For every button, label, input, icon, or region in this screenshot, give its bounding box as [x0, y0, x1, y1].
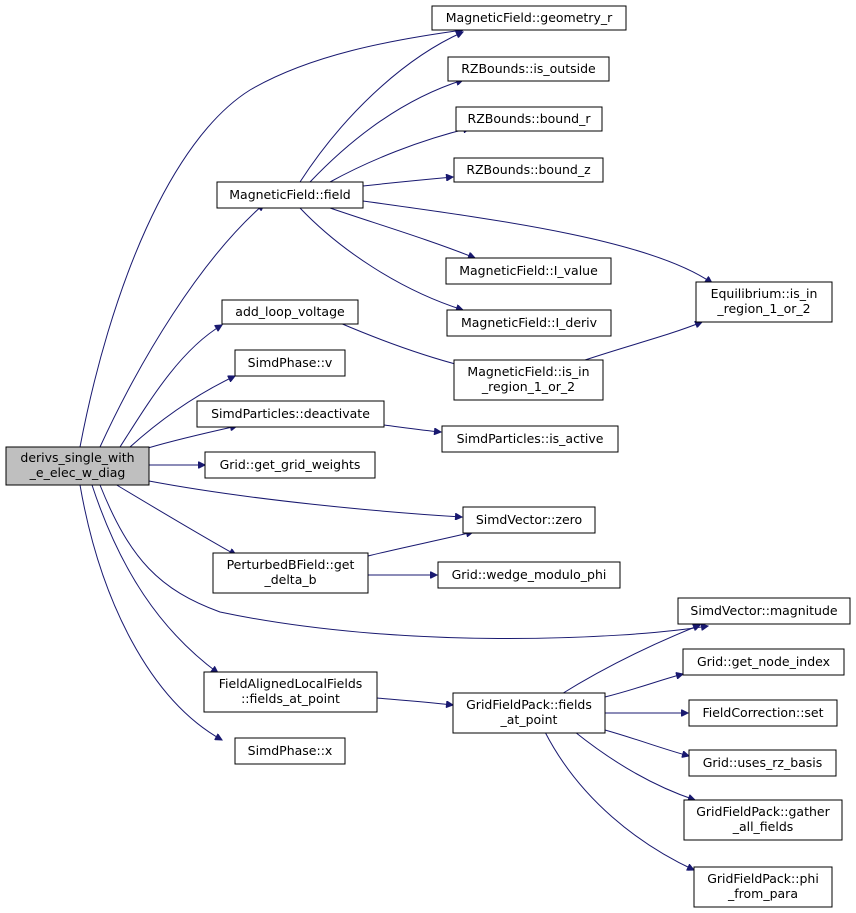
node-root[interactable]: derivs_single_with _e_elec_w_diag — [5, 446, 150, 486]
node-label: SimdVector::magnitude — [690, 603, 837, 618]
node-label-line-1: Equilibrium::is_in — [711, 286, 818, 301]
node-label-line-2: _all_fields — [732, 819, 794, 834]
node-label: MagneticField::I_value — [459, 263, 598, 278]
node-mf-is-in-region[interactable]: MagneticField::is_in _region_1_or_2 — [453, 359, 604, 401]
node-simdphase-v[interactable]: SimdPhase::v — [234, 349, 346, 377]
node-root-line-1: derivs_single_with — [20, 450, 134, 465]
edge-root-to-simdphase-x — [79, 484, 222, 740]
edge-root-to-mf-field — [99, 204, 264, 448]
node-label-line-2: _at_point — [500, 712, 558, 727]
node-label-line-1: GridFieldPack::gather — [696, 804, 830, 819]
node-label-line-2: ::fields_at_point — [241, 691, 340, 706]
edge-root-to-simdvector-magnitude — [99, 484, 708, 640]
node-label-line-1: GridFieldPack::fields — [466, 697, 592, 712]
node-label: SimdVector::zero — [476, 512, 582, 527]
node-grid-uses-rz-basis[interactable]: Grid::uses_rz_basis — [688, 749, 837, 777]
edge-mf-field-to-eq-is-in-region — [362, 200, 712, 283]
edge-gfp-to-uses-rz-basis — [604, 729, 689, 756]
node-grid-get-grid-weights[interactable]: Grid::get_grid_weights — [204, 451, 376, 479]
node-label: RZBounds::bound_z — [466, 162, 591, 177]
node-label-line-1: FieldAlignedLocalFields — [219, 676, 363, 691]
node-label: FieldCorrection::set — [702, 705, 823, 720]
node-eq-is-in-region[interactable]: Equilibrium::is_in _region_1_or_2 — [695, 281, 833, 323]
node-label-line-2: _from_para — [727, 886, 798, 901]
edges — [79, 30, 712, 870]
node-label: RZBounds::is_outside — [461, 61, 596, 76]
node-rz-is-outside[interactable]: RZBounds::is_outside — [447, 56, 610, 82]
edge-deactivate-to-is-active — [383, 424, 441, 432]
node-label: Grid::wedge_modulo_phi — [452, 567, 607, 582]
edge-gfp-to-phi-from-para — [544, 731, 694, 870]
node-sp-is-active[interactable]: SimdParticles::is_active — [441, 425, 619, 453]
edge-mf-field-to-i-deriv — [299, 207, 463, 310]
node-mf-i-value[interactable]: MagneticField::I_value — [445, 257, 612, 285]
node-label: SimdParticles::is_active — [457, 431, 604, 446]
node-grid-get-node-index[interactable]: Grid::get_node_index — [682, 648, 845, 676]
node-rz-bound-z[interactable]: RZBounds::bound_z — [453, 157, 604, 183]
node-mf-field[interactable]: MagneticField::field — [216, 181, 364, 209]
node-simdphase-x[interactable]: SimdPhase::x — [234, 737, 346, 765]
node-root-line-2: _e_elec_w_diag — [29, 465, 126, 480]
node-label: SimdPhase::x — [248, 743, 333, 758]
edge-mf-is-in-region-to-eq — [584, 322, 702, 361]
node-label: MagneticField::field — [229, 187, 350, 202]
edge-pbf-to-simdvector-zero — [367, 532, 473, 557]
node-add-loop-voltage[interactable]: add_loop_voltage — [221, 299, 359, 325]
node-label-line-2: _region_1_or_2 — [716, 301, 810, 316]
node-simdvector-zero[interactable]: SimdVector::zero — [462, 506, 596, 534]
edge-root-to-simdphase-v — [129, 376, 235, 448]
edge-root-to-falf — [91, 484, 218, 673]
node-pbf-get-delta-b[interactable]: PerturbedBField::get _delta_b — [212, 552, 369, 594]
node-simdvector-magnitude[interactable]: SimdVector::magnitude — [677, 597, 851, 625]
node-gfp-gather-all-fields[interactable]: GridFieldPack::gather _all_fields — [683, 799, 843, 841]
node-sp-deactivate[interactable]: SimdParticles::deactivate — [196, 400, 385, 428]
edge-root-to-pbf-get-delta-b — [114, 483, 236, 555]
edge-mf-field-to-rz-bound-r — [329, 128, 470, 183]
node-falf-fields-at-point[interactable]: FieldAlignedLocalFields ::fields_at_poin… — [203, 671, 378, 713]
node-label: SimdParticles::deactivate — [211, 406, 370, 421]
node-label: SimdPhase::v — [248, 355, 333, 370]
node-label: MagneticField::I_deriv — [461, 315, 598, 330]
node-label: RZBounds::bound_r — [468, 111, 592, 126]
node-label-line-1: PerturbedBField::get — [227, 557, 355, 572]
node-gfp-fields-at-point[interactable]: GridFieldPack::fields _at_point — [452, 692, 606, 734]
node-mf-geometry-r[interactable]: MagneticField::geometry_r — [431, 5, 627, 31]
edge-mf-field-to-geometry-r — [299, 32, 463, 183]
edge-root-to-add-loop-voltage — [119, 325, 222, 448]
node-gfp-phi-from-para[interactable]: GridFieldPack::phi _from_para — [693, 866, 833, 908]
node-label-line-2: _delta_b — [263, 572, 316, 587]
edge-gfp-to-magnitude — [559, 625, 700, 696]
edge-gfp-to-node-index — [604, 674, 683, 698]
node-label: MagneticField::geometry_r — [446, 10, 613, 25]
node-label: add_loop_voltage — [235, 304, 345, 319]
node-label: Grid::get_grid_weights — [220, 457, 361, 472]
edge-alv-to-mf-is-in-region — [339, 322, 463, 366]
node-label-line-2: _region_1_or_2 — [481, 379, 575, 394]
nodes: derivs_single_with _e_elec_w_diag Magnet… — [5, 5, 851, 908]
edge-root-to-sp-deactivate — [147, 426, 237, 449]
node-label: Grid::get_node_index — [697, 654, 830, 669]
node-mf-i-deriv[interactable]: MagneticField::I_deriv — [446, 309, 612, 337]
node-label-line-1: MagneticField::is_in — [467, 364, 589, 379]
edge-root-to-simdvector-zero — [148, 480, 462, 517]
edge-gfp-to-gather-all-fields — [574, 731, 695, 800]
node-label-line-1: GridFieldPack::phi — [707, 871, 819, 886]
node-grid-wedge-modulo-phi[interactable]: Grid::wedge_modulo_phi — [437, 561, 621, 589]
node-fieldcorrection-set[interactable]: FieldCorrection::set — [688, 699, 838, 727]
node-rz-bound-r[interactable]: RZBounds::bound_r — [455, 106, 603, 132]
edge-mf-field-to-i-value — [329, 207, 475, 258]
edge-mf-field-to-rz-bound-z — [362, 177, 453, 187]
edge-falf-to-gfp — [376, 697, 453, 705]
node-label: Grid::uses_rz_basis — [703, 755, 823, 770]
edge-mf-field-to-rz-is-outside — [309, 80, 463, 183]
edge-root-to-mf-geometry-r — [79, 30, 463, 448]
